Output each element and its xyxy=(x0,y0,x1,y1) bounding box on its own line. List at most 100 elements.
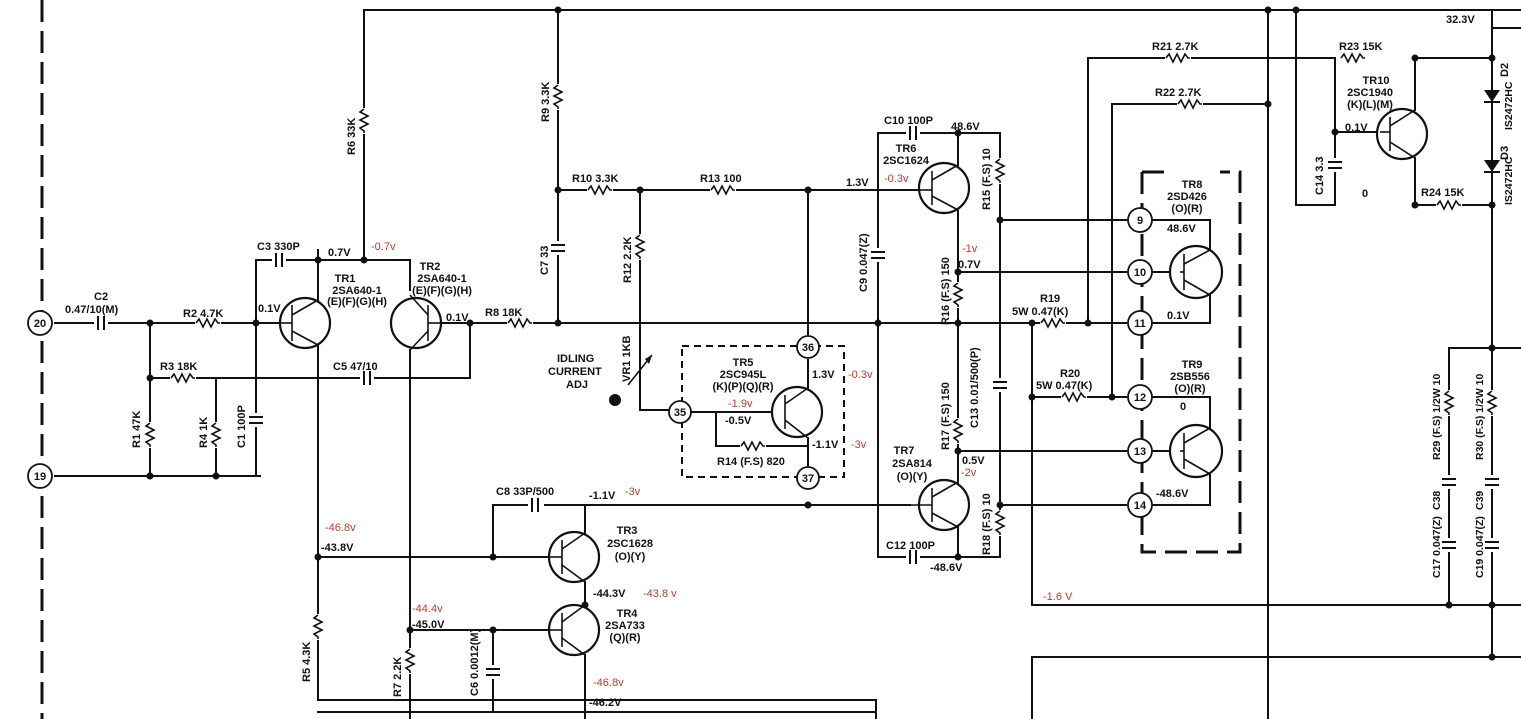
idle-label-3: ADJ xyxy=(566,379,588,391)
svg-text:-48.6V: -48.6V xyxy=(1156,488,1189,500)
junctions xyxy=(146,6,1496,661)
output-module-box xyxy=(1140,170,1242,554)
tr8-symbol xyxy=(1168,244,1224,300)
terminal-9: 9 xyxy=(1127,207,1153,233)
terminal-37: 37 xyxy=(796,466,820,490)
svg-text:0.7V: 0.7V xyxy=(958,259,981,271)
r3-label: R3 18K xyxy=(160,361,197,373)
r30-label: R30 (F.S) 1/2W 10 xyxy=(1474,373,1486,460)
c7-label: C7 33 xyxy=(539,246,551,275)
r24-label: R24 15K xyxy=(1421,187,1464,199)
svg-text:-44.3V: -44.3V xyxy=(593,588,626,600)
terminal-20: 20 xyxy=(27,310,53,336)
terminal-12: 12 xyxy=(1127,384,1153,410)
svg-text:48.6V: 48.6V xyxy=(1167,223,1196,235)
r13-label: R13 100 xyxy=(700,173,742,185)
svg-text:-1v: -1v xyxy=(962,243,978,255)
tr6-name: TR6 xyxy=(896,143,917,155)
svg-text:0.1V: 0.1V xyxy=(1167,310,1190,322)
c13-label-a: C13 0.01/500(P) xyxy=(969,347,981,428)
tr7-name: TR7 xyxy=(894,445,915,457)
r2-label: R2 4.7K xyxy=(183,308,223,320)
r21-label: R21 2.7K xyxy=(1152,41,1199,53)
diode-d2-symbol xyxy=(1484,90,1500,103)
tr9-grade: (O)(R) xyxy=(1174,383,1205,395)
svg-text:14: 14 xyxy=(1134,500,1147,512)
r20-value: 5W 0.47(K) xyxy=(1036,380,1093,392)
r10-label: R10 3.3K xyxy=(572,173,619,185)
terminal-13: 13 xyxy=(1127,438,1153,464)
svg-text:9: 9 xyxy=(1137,215,1143,227)
component-labels: C2 0.47/10(M) R2 4.7K R3 18K R1 47K R4 1… xyxy=(65,41,1515,697)
c17-label: C17 0.047(Z) xyxy=(1431,516,1443,578)
capacitor-symbols xyxy=(94,125,1501,679)
svg-text:19: 19 xyxy=(34,471,46,483)
idle-label-2: CURRENT xyxy=(548,366,602,378)
svg-text:0.1V: 0.1V xyxy=(446,312,469,324)
tr2-name: TR2 xyxy=(420,261,441,273)
tr1-part: 2SA640-1 xyxy=(332,285,382,297)
tr8-grade: (O)(R) xyxy=(1171,203,1202,215)
tr10-name: TR10 xyxy=(1363,75,1390,87)
svg-text:-2v: -2v xyxy=(961,467,977,479)
terminal-10: 10 xyxy=(1127,259,1153,285)
tr5-grade: (K)(P)(Q)(R) xyxy=(712,381,773,393)
tr9-symbol xyxy=(1168,423,1224,479)
svg-text:-0.5V: -0.5V xyxy=(725,415,752,427)
tr3-symbol xyxy=(547,530,601,584)
svg-text:1.3V: 1.3V xyxy=(812,369,835,381)
svg-text:32.3V: 32.3V xyxy=(1446,14,1475,26)
tr2-part: 2SA640-1 xyxy=(417,273,467,285)
svg-text:11: 11 xyxy=(1134,318,1146,330)
tr10-symbol xyxy=(1375,107,1429,161)
svg-text:-46.8v: -46.8v xyxy=(593,677,624,689)
tr1-symbol xyxy=(278,296,332,350)
tr5-part: 2SC945L xyxy=(720,369,767,381)
tr2-symbol xyxy=(389,294,443,351)
r1-label: R1 47K xyxy=(131,411,143,448)
r19-value: 5W 0.47(K) xyxy=(1012,306,1069,318)
tr10-part: 2SC1940 xyxy=(1347,87,1393,99)
tr10-grade: (K)(L)(M) xyxy=(1347,99,1393,111)
terminal-14: 14 xyxy=(1127,492,1153,518)
c2-value: 0.47/10(M) xyxy=(65,304,119,316)
tr7-grade: (O)(Y) xyxy=(897,471,928,483)
tr3-part: 2SC1628 xyxy=(607,538,653,550)
svg-text:20: 20 xyxy=(34,318,46,330)
svg-text:0.5V: 0.5V xyxy=(962,455,985,467)
svg-text:-1.9v: -1.9v xyxy=(728,398,753,410)
svg-text:-3v: -3v xyxy=(851,439,867,451)
terminal-11: 11 xyxy=(1127,310,1153,336)
tr1-name: TR1 xyxy=(335,273,356,285)
svg-text:12: 12 xyxy=(1134,392,1146,404)
vr1-trimmer[interactable] xyxy=(609,354,653,406)
r19-label: R19 xyxy=(1040,293,1060,305)
svg-text:-46.2V: -46.2V xyxy=(589,697,622,709)
svg-text:-46.8v: -46.8v xyxy=(325,522,356,534)
r29-label: R29 (F.S) 1/2W 10 xyxy=(1431,373,1443,460)
svg-text:37: 37 xyxy=(802,473,814,485)
transistor-labels: TR1 2SA640-1 (E)(F)(G)(H) TR2 2SA640-1 (… xyxy=(327,75,1393,644)
tr5-name: TR5 xyxy=(733,357,754,369)
c9-label: C9 0.047(Z) xyxy=(858,233,870,292)
svg-text:48.6V: 48.6V xyxy=(951,121,980,133)
r15-label: R15 (F.S) 10 xyxy=(981,148,993,210)
r7-label: R7 2.2K xyxy=(392,657,404,697)
r8-label: R8 18K xyxy=(485,307,522,319)
idle-label-1: IDLING xyxy=(557,353,594,365)
tr4-name: TR4 xyxy=(617,608,639,620)
svg-text:-3v: -3v xyxy=(625,486,641,498)
svg-text:-0.7v: -0.7v xyxy=(371,241,396,253)
c39-label: C39 xyxy=(1474,491,1486,510)
tr7-symbol xyxy=(910,478,971,532)
terminal-35: 35 xyxy=(668,400,692,424)
svg-text:-0.3v: -0.3v xyxy=(848,369,873,381)
tr5-symbol xyxy=(770,385,824,439)
d2-label: D2 xyxy=(1499,63,1511,77)
svg-text:-48.6V: -48.6V xyxy=(930,562,963,574)
tr8-name: TR8 xyxy=(1182,179,1203,191)
r14-label: R14 (F.S) 820 xyxy=(717,456,785,468)
r20-label: R20 xyxy=(1060,368,1080,380)
svg-text:13: 13 xyxy=(1134,446,1146,458)
